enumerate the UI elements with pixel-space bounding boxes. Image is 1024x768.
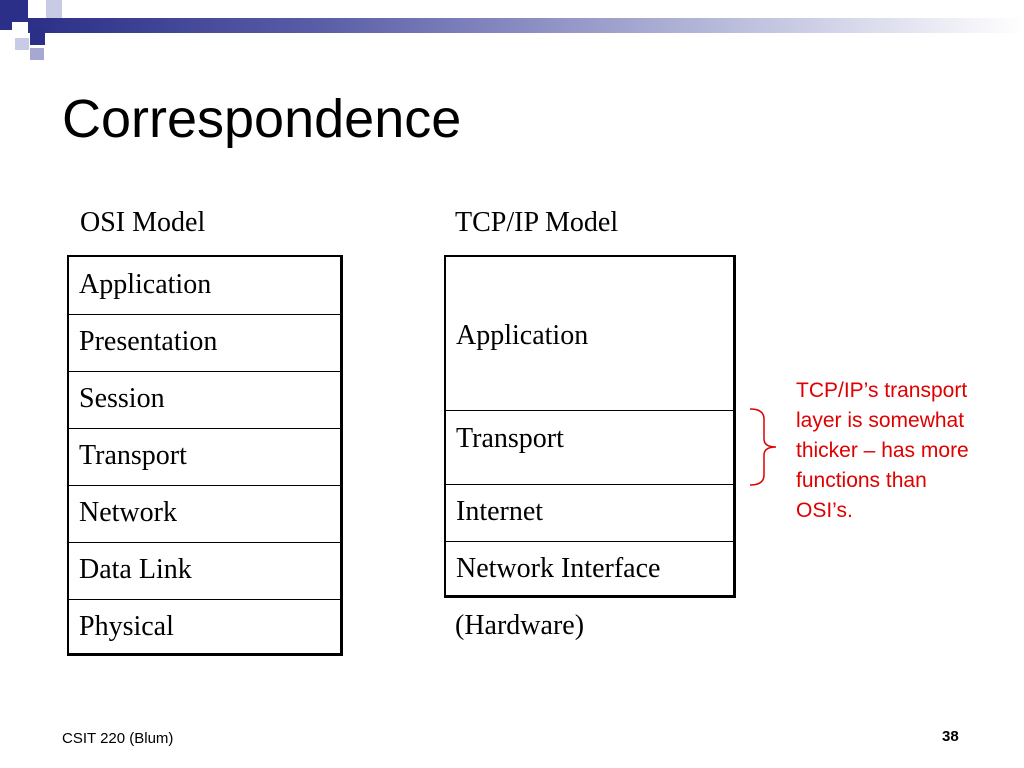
slide-title: Correspondence: [62, 89, 462, 149]
header-square: [15, 38, 29, 50]
hardware-label: (Hardware): [455, 610, 585, 641]
header-square: [12, 22, 28, 38]
transport-note: TCP/IP’s transport layer is somewhat thi…: [796, 379, 969, 522]
page-number: 38: [942, 728, 959, 745]
tcpip-layer-internet: Internet: [446, 484, 733, 541]
footer-course: CSIT 220 (Blum): [62, 730, 174, 747]
tcpip-model-label: TCP/IP Model: [455, 207, 619, 238]
osi-table: Application Presentation Session Transpo…: [67, 255, 343, 656]
tcpip-table: Application Transport Internet Network I…: [444, 255, 736, 598]
header-square: [46, 0, 62, 18]
osi-layer-application: Application: [79, 269, 212, 300]
osi-layer-session: Session: [69, 371, 340, 428]
header-gradient-bar: [28, 18, 1024, 33]
tcpip-layer-application: Application: [456, 320, 589, 351]
header-square: [30, 30, 45, 45]
osi-model-label: OSI Model: [80, 207, 206, 238]
header-square: [28, 0, 46, 18]
osi-layer-data-link: Data Link: [69, 542, 340, 599]
tcpip-layer-transport: Transport: [446, 410, 733, 484]
osi-layer-transport: Transport: [69, 428, 340, 485]
header-square: [62, 0, 78, 18]
header-square: [46, 34, 62, 48]
osi-layer-physical: Physical: [69, 599, 340, 655]
tcpip-layer-network-interface: Network Interface: [446, 541, 733, 597]
osi-layer-network: Network: [69, 485, 340, 542]
curly-brace-icon: [749, 408, 777, 486]
osi-layer-presentation: Presentation: [69, 314, 340, 371]
header-square: [30, 48, 44, 60]
